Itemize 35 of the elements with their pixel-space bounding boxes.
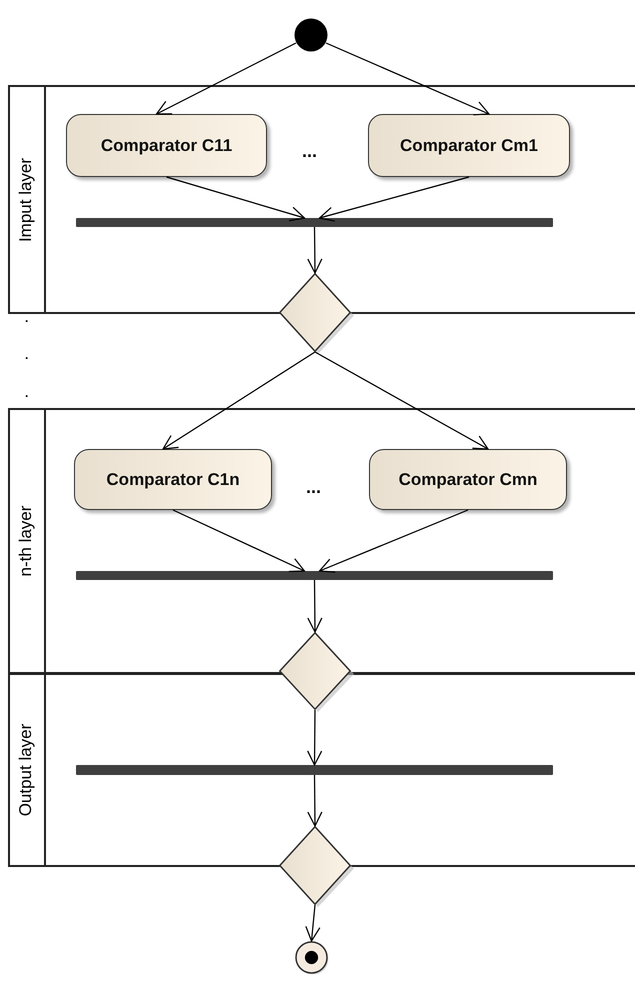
arrow	[305, 904, 320, 942]
arrow	[166, 176, 306, 222]
arrow	[326, 42, 490, 116]
sync-bar	[76, 571, 553, 580]
activity-box: Comparator C1n	[74, 449, 272, 510]
arrow	[318, 509, 468, 573]
sync-bar	[76, 765, 553, 775]
arrow	[156, 42, 296, 115]
arrow	[318, 176, 470, 222]
decision-diamond	[279, 273, 351, 352]
arrow	[162, 352, 316, 450]
final-node	[295, 941, 328, 974]
arrow	[307, 775, 322, 827]
ellipsis-mark: .	[25, 387, 28, 399]
sync-bar	[76, 218, 553, 227]
ellipsis-mark: ...	[306, 478, 322, 496]
activity-box: Comparator Cm1	[368, 114, 570, 177]
swimlane	[8, 85, 635, 314]
swimlane	[8, 408, 635, 674]
arrow	[314, 351, 489, 450]
ellipsis-mark: .	[25, 312, 28, 324]
decision-diamond	[279, 826, 351, 905]
lane-title: Imput layer	[16, 157, 36, 242]
ellipsis-mark: .	[25, 349, 28, 361]
lane-title: n-th layer	[16, 506, 36, 576]
activity-box: Comparator Cmn	[369, 449, 567, 510]
arrow	[172, 509, 306, 572]
initial-node	[294, 18, 328, 52]
ellipsis-mark: ...	[302, 142, 318, 160]
arrow	[307, 227, 322, 274]
swimlane	[8, 673, 635, 867]
lane-title: Output layer	[16, 724, 36, 816]
arrow	[307, 580, 322, 633]
arrow	[307, 710, 322, 766]
activity-box: Comparator C11	[66, 114, 267, 177]
